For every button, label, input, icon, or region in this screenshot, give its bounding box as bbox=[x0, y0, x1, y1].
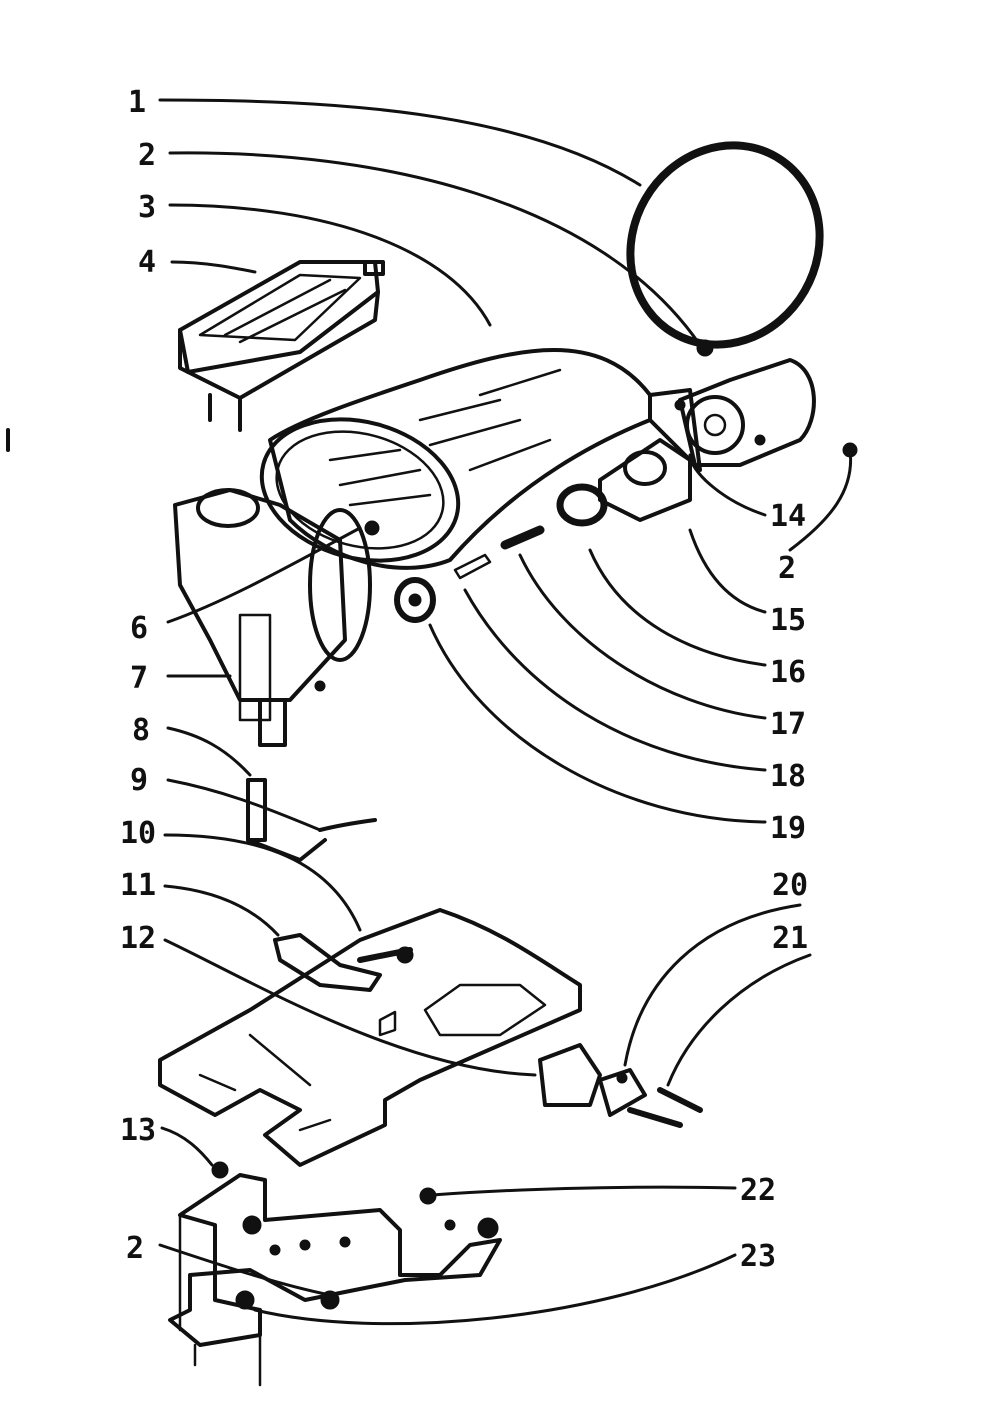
callout-20: 20 bbox=[772, 868, 808, 903]
leader-16 bbox=[588, 548, 767, 667]
leader-20 bbox=[623, 903, 802, 1067]
leader-18 bbox=[463, 588, 767, 772]
leader-3 bbox=[168, 203, 492, 327]
leader-1 bbox=[158, 98, 642, 187]
leader-12 bbox=[163, 938, 537, 1077]
leader-10 bbox=[163, 833, 362, 932]
part-14-motor bbox=[674, 339, 816, 467]
callout-18: 18 bbox=[770, 759, 806, 794]
callout-2-bottom: 2 bbox=[126, 1231, 144, 1266]
leader-21 bbox=[666, 953, 812, 1087]
part-13-mounting-bracket bbox=[168, 1161, 502, 1387]
callout-3: 3 bbox=[138, 190, 156, 225]
part-4-cover-plate bbox=[178, 260, 385, 432]
callout-2-right: 2 bbox=[778, 551, 796, 586]
leader-6 bbox=[166, 526, 362, 624]
leader-8 bbox=[166, 726, 252, 777]
callout-7: 7 bbox=[130, 661, 148, 696]
part-7-pump-body bbox=[173, 488, 380, 747]
callout-23: 23 bbox=[740, 1239, 776, 1274]
callout-21: 21 bbox=[772, 921, 808, 956]
callout-13: 13 bbox=[120, 1113, 156, 1148]
part-3-housing-duct bbox=[259, 348, 702, 570]
part-12-20-21-side-bracket bbox=[538, 1043, 703, 1128]
part-18-key-pin bbox=[453, 553, 492, 580]
part-1-gasket-ring bbox=[626, 141, 824, 349]
callout-15: 15 bbox=[770, 603, 806, 638]
part-19-bushing bbox=[394, 577, 436, 623]
callout-10: 10 bbox=[120, 816, 156, 851]
leader-4 bbox=[170, 260, 257, 274]
callout-19: 19 bbox=[770, 811, 806, 846]
leader-22 bbox=[430, 1185, 737, 1197]
leader-11 bbox=[163, 884, 280, 937]
callout-22: 22 bbox=[740, 1173, 776, 1208]
callout-16: 16 bbox=[770, 655, 806, 690]
leader-23 bbox=[253, 1253, 737, 1326]
part-15-shaft bbox=[598, 438, 692, 522]
leader-17 bbox=[518, 553, 767, 720]
callout-8: 8 bbox=[132, 713, 150, 748]
leader-19 bbox=[428, 623, 767, 824]
callout-6: 6 bbox=[130, 611, 148, 646]
callout-labels: 1 2 3 4 6 7 8 9 10 11 12 13 2 14 2 15 16… bbox=[120, 85, 808, 1274]
callout-12: 12 bbox=[120, 921, 156, 956]
part-2-screws bbox=[323, 442, 858, 1307]
callout-17: 17 bbox=[770, 707, 806, 742]
part-22-nut bbox=[419, 1187, 437, 1205]
part-10-base-plate bbox=[158, 908, 582, 1167]
part-17-spring bbox=[500, 525, 545, 550]
part-11-switch-bracket bbox=[273, 933, 414, 992]
part-8-9-tube bbox=[246, 778, 377, 862]
callout-9: 9 bbox=[130, 763, 148, 798]
part-16-ring-washer bbox=[556, 483, 608, 527]
leader-13 bbox=[160, 1126, 214, 1167]
leader-9 bbox=[166, 778, 322, 832]
callout-1: 1 bbox=[128, 85, 146, 120]
callout-14: 14 bbox=[770, 499, 806, 534]
leader-2-top bbox=[168, 151, 702, 347]
leader-2-right bbox=[788, 448, 853, 552]
leader-2-bottom bbox=[158, 1243, 332, 1297]
callout-11: 11 bbox=[120, 868, 156, 903]
callout-2-top: 2 bbox=[138, 138, 156, 173]
leader-15 bbox=[688, 528, 767, 614]
callout-4: 4 bbox=[138, 245, 156, 280]
